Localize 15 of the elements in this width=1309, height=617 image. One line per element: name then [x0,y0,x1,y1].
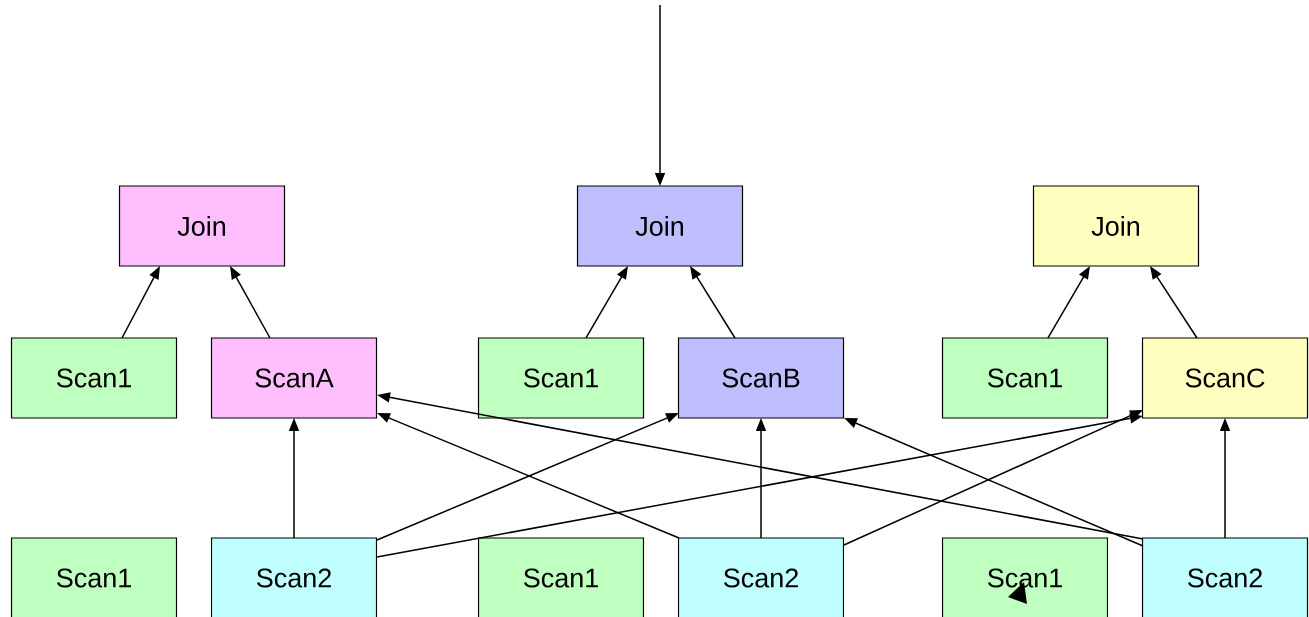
scan-box: ScanB [677,337,845,419]
scan-box: Scan1 [941,537,1109,617]
scan-box: Scan2 [1141,537,1309,617]
scan-box: ScanA [210,337,378,419]
scan-box: Scan2 [210,537,378,617]
scan-box: Scan1 [941,337,1109,419]
scan-box: Scan1 [10,337,178,419]
join-box: Join [118,185,286,267]
join-box: Join [576,185,744,267]
scan-box: Scan1 [477,337,645,419]
scan-box: Scan2 [677,537,845,617]
scan-box: Scan1 [10,537,178,617]
scan-box: ScanC [1141,337,1309,419]
scan-box: Scan1 [477,537,645,617]
join-box: Join [1032,185,1200,267]
